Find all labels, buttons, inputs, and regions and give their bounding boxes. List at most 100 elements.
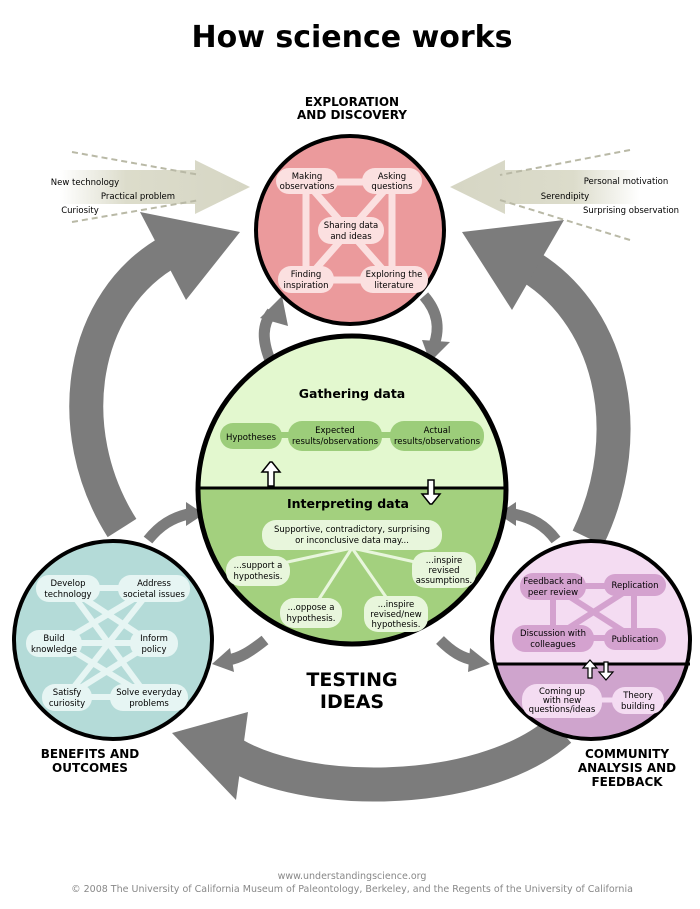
benefits-section: Develop technology Address societal issu…: [12, 539, 214, 775]
supportive-data-label-1: Supportive, contradictory, surprising: [274, 525, 430, 535]
develop-technology-label-1: Develop: [51, 579, 86, 589]
asking-questions-node: [362, 168, 422, 194]
satisfy-curiosity-label-1: Satisfy: [53, 688, 82, 698]
testing-heading-line-2: IDEAS: [320, 691, 384, 713]
asking-questions-label-1: Asking: [378, 172, 406, 182]
supportive-data-label-2: or inconclusive data may...: [295, 536, 409, 546]
solve-problems-node: [110, 684, 188, 711]
community-heading-line-3: FEEDBACK: [591, 775, 663, 789]
community-to-testing-arrowhead: [498, 502, 516, 526]
exploration-heading-line-1: EXPLORATION: [305, 95, 399, 109]
coming-up-label-1: Coming up: [539, 687, 585, 697]
develop-technology-node: [36, 575, 100, 602]
right-input-line-1: [499, 149, 631, 176]
theory-building-label-1: Theory: [622, 691, 653, 701]
inspire-hypothesis-label-1: ...inspire: [378, 600, 415, 610]
publication-node: [604, 628, 666, 650]
hypotheses-label: Hypotheses: [226, 433, 277, 443]
right-cycle-arrow-body: [513, 247, 631, 546]
supportive-data-node: [262, 520, 442, 550]
solve-problems-label-2: problems: [129, 699, 169, 709]
left-input-curiosity: Curiosity: [61, 206, 99, 216]
actual-results-label-2: results/observations: [394, 437, 481, 447]
bottom-cycle-arrow-body: [209, 716, 572, 802]
inspire-hypothesis-label-2: revised/new: [370, 610, 421, 620]
bottom-cycle-arrowhead: [172, 712, 248, 800]
testing-to-benefits-arrow: [226, 635, 269, 666]
oppose-hypothesis-node: [280, 598, 342, 628]
right-input-arrow-shape: [450, 160, 640, 214]
community-section: Feedback and peer review Replication Dis…: [490, 539, 692, 789]
left-input-arrow: New technology Practical problem Curiosi…: [51, 151, 250, 223]
replication-node: [604, 574, 666, 596]
testing-to-community-arrow: [436, 636, 476, 666]
community-heading-line-2: ANALYSIS AND: [578, 761, 676, 775]
left-input-line-2: [71, 199, 201, 223]
coming-up-node: [522, 684, 602, 718]
finding-inspiration-label-2: inspiration: [284, 281, 329, 291]
theory-building-node: [612, 687, 664, 714]
exploration-to-testing-arrow: [419, 292, 443, 347]
inspire-assumptions-node: [412, 552, 476, 588]
right-input-surprising-observation: Surprising observation: [583, 206, 679, 216]
left-input-practical-problem: Practical problem: [101, 192, 175, 202]
footer-url: www.understandingscience.org: [278, 871, 427, 882]
exploration-section: EXPLORATION AND DISCOVERY Making observa…: [254, 95, 446, 326]
community-heading-line-1: COMMUNITY: [585, 747, 669, 761]
asking-questions-label-2: questions: [371, 182, 413, 192]
benefits-heading-line-1: BENEFITS AND: [41, 747, 140, 761]
making-observations-label-1: Making: [292, 172, 323, 182]
connector-arrows: [143, 292, 561, 672]
right-input-line-2: [499, 199, 631, 241]
build-knowledge-label-1: Build: [43, 634, 64, 644]
right-input-personal-motivation: Personal motivation: [584, 177, 669, 187]
testing-to-exploration-arrowhead: [260, 296, 288, 326]
left-input-new-technology: New technology: [51, 178, 119, 188]
develop-technology-label-2: technology: [44, 590, 91, 600]
testing-to-benefits-arrowhead: [212, 648, 234, 672]
replication-label: Replication: [611, 581, 658, 591]
testing-heading-line-1: TESTING: [306, 669, 397, 691]
inspire-hypothesis-label-3: hypothesis.: [372, 620, 421, 630]
feedback-peer-review-node: [520, 573, 586, 600]
down-arrow-icon: [420, 479, 442, 505]
expected-results-label-1: Expected: [315, 426, 355, 436]
interpreting-title: Interpreting data: [287, 496, 409, 511]
address-issues-label-2: societal issues: [123, 590, 185, 600]
solve-problems-label-1: Solve everyday: [116, 688, 182, 698]
discussion-colleagues-node: [512, 625, 594, 652]
making-observations-label-2: observations: [280, 182, 335, 192]
cycle-arrows: [69, 212, 631, 802]
exploring-literature-label-2: literature: [374, 281, 413, 291]
left-input-line-1: [71, 151, 201, 176]
feedback-peer-review-label-1: Feedback and: [523, 577, 582, 587]
inform-policy-node: [130, 630, 178, 657]
exploring-literature-label-1: Exploring the: [366, 270, 423, 280]
oppose-hypothesis-label-2: hypothesis.: [287, 614, 336, 624]
expected-results-node: [288, 421, 382, 451]
benefits-to-testing-arrow: [143, 508, 190, 544]
exploration-heading-line-2: AND DISCOVERY: [297, 108, 407, 122]
inform-policy-label-1: Inform: [140, 634, 168, 644]
discussion-colleagues-label-1: Discussion with: [520, 629, 586, 639]
testing-circle: [195, 333, 509, 647]
testing-to-community-arrowhead: [468, 648, 490, 672]
hypotheses-node: [220, 423, 282, 449]
left-cycle-arrow-body: [69, 235, 181, 538]
publication-label: Publication: [612, 635, 659, 645]
gathering-half: [198, 336, 506, 488]
community-to-testing-arrow: [512, 508, 561, 544]
left-cycle-arrowhead: [140, 212, 240, 300]
inspire-hypothesis-node: [364, 596, 428, 632]
sharing-data-label-1: Sharing data: [324, 221, 378, 231]
right-input-serendipity: Serendipity: [541, 192, 589, 202]
feedback-peer-review-label-2: peer review: [528, 588, 578, 598]
inspire-assumptions-label-1: ...inspire: [426, 556, 463, 566]
support-hypothesis-label-1: ...support a: [234, 561, 283, 571]
address-issues-label-1: Address: [137, 579, 171, 589]
up-arrow-icon: [260, 461, 282, 487]
satisfy-curiosity-label-2: curiosity: [49, 699, 85, 709]
sharing-data-node: [318, 217, 384, 244]
right-input-arrow: Personal motivation Serendipity Surprisi…: [450, 149, 679, 241]
